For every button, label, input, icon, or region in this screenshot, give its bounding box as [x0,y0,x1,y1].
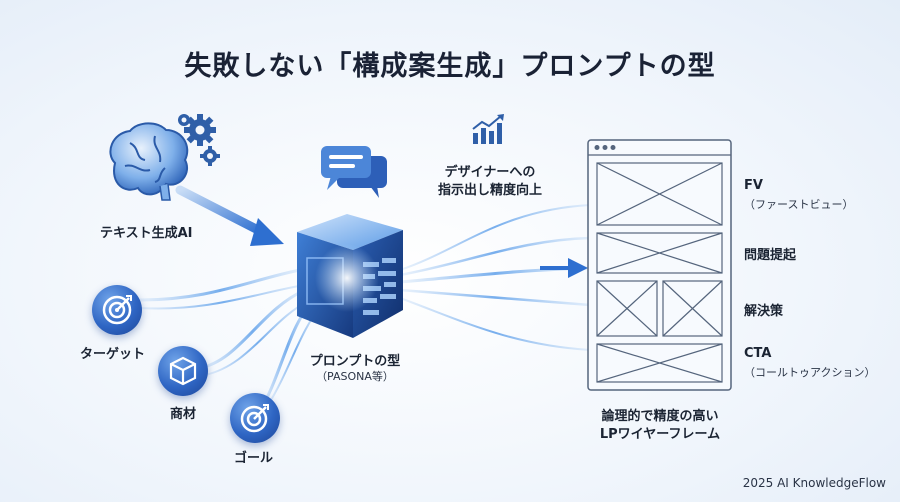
section-fv-sub: （ファーストビュー） [744,198,854,211]
chat-bubbles-icon [321,146,387,198]
growth-chart-icon [472,114,504,144]
goal-target-icon [230,393,280,443]
ai-label: テキスト生成AI [100,226,193,241]
section-cta-label: CTA [744,346,772,361]
section-problem-label: 問題提起 [744,248,797,263]
brain-icon [109,122,189,201]
wireframe-diagram [587,139,732,391]
gears-icon [178,114,220,166]
box-icon [158,346,208,396]
target-icon [92,285,142,335]
page-title: 失敗しない「構成案生成」プロンプトの型 [184,51,716,82]
benefit-line2: 指示出し精度向上 [437,183,542,198]
section-solution-label: 解決策 [744,304,784,319]
core-label: プロンプトの型 [309,354,401,369]
core-sublabel: （PASONA等） [316,370,394,383]
section-fv-label: FV [744,178,763,193]
product-label: 商材 [170,407,197,422]
output-line1: 論理的で精度の高い [601,409,719,424]
goal-label: ゴール [234,451,274,466]
prompt-cube-icon [297,214,403,338]
footer-credit: 2025 AI KnowledgeFlow [742,476,886,490]
output-line2: LPワイヤーフレーム [599,427,721,442]
benefit-line1: デザイナーへの [444,165,536,180]
target-label: ターゲット [80,347,146,362]
section-cta-sub: （コールトゥアクション） [744,366,876,379]
